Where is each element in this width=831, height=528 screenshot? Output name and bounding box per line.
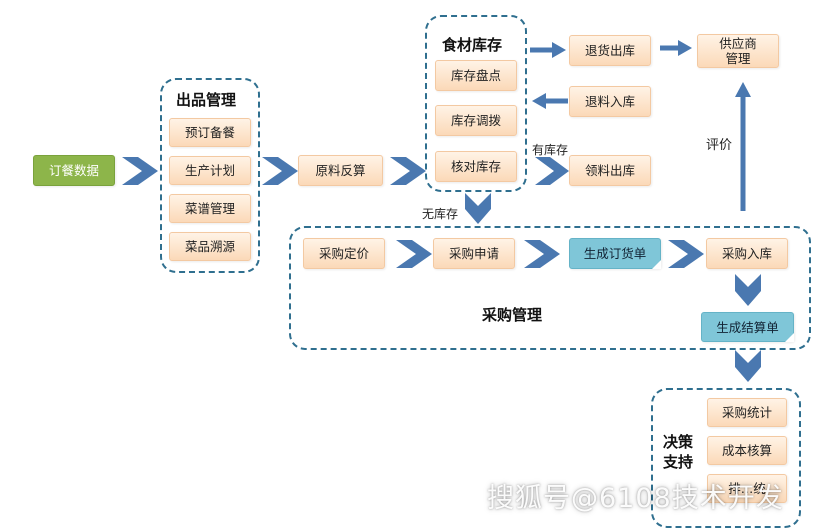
node-gen-settlement[interactable]: 生成结算单 <box>701 312 794 342</box>
group-title-decision: 决策 支持 <box>663 433 694 472</box>
node-stock-transfer[interactable]: 库存调拨 <box>435 105 517 136</box>
arrow-chevron <box>535 157 569 185</box>
node-purchase-price[interactable]: 采购定价 <box>303 238 385 269</box>
arrow-chevron <box>262 157 298 185</box>
label-evaluate: 评价 <box>706 138 733 153</box>
group-inventory: 食材库存 <box>425 15 527 192</box>
group-title-inventory: 食材库存 <box>442 36 503 54</box>
node-return-in[interactable]: 退料入库 <box>569 86 651 117</box>
node-purchase-stats[interactable]: 采购统计 <box>707 398 787 427</box>
node-return-out[interactable]: 退货出库 <box>569 35 651 66</box>
node-stock-count[interactable]: 库存盘点 <box>435 60 517 91</box>
label-in-stock: 有库存 <box>532 143 569 157</box>
node-dish-trace[interactable]: 菜品溯源 <box>169 232 251 261</box>
node-supplier-mgmt[interactable]: 供应商 管理 <box>697 34 779 68</box>
node-check-stock[interactable]: 核对库存 <box>435 151 517 182</box>
watermark-text: 搜狐号@6108技术开发 <box>487 483 784 514</box>
node-reserve[interactable]: 预订备餐 <box>169 118 251 147</box>
node-production-plan[interactable]: 生产计划 <box>169 156 251 185</box>
arrow-head <box>532 93 546 109</box>
arrow-chevron <box>122 157 158 185</box>
arrow-head <box>735 82 751 97</box>
arrow-chevron <box>668 240 704 268</box>
node-gen-order[interactable]: 生成订货单 <box>569 238 661 269</box>
group-title-product: 出品管理 <box>176 91 237 109</box>
label-no-stock: 无库存 <box>422 207 459 221</box>
node-material-calc[interactable]: 原料反算 <box>298 155 383 186</box>
node-requisition-out[interactable]: 领料出库 <box>569 155 651 186</box>
node-menu-mgmt[interactable]: 菜谱管理 <box>169 194 251 223</box>
group-title-purchase: 采购管理 <box>482 306 543 324</box>
arrow-chevron-down <box>465 193 491 224</box>
group-purchase: 采购管理 <box>289 226 811 350</box>
arrow-chevron <box>524 240 560 268</box>
group-product-mgmt: 出品管理 <box>160 78 260 273</box>
node-cost-accounting[interactable]: 成本核算 <box>707 436 787 465</box>
node-order-data[interactable]: 订餐数据 <box>33 155 115 186</box>
arrow-chevron <box>396 240 432 268</box>
arrow-head <box>678 40 692 56</box>
arrow-chevron <box>390 157 426 185</box>
arrow-head <box>552 42 566 58</box>
node-purchase-in[interactable]: 采购入库 <box>706 238 788 269</box>
arrow-chevron-down <box>735 274 761 306</box>
node-partial-hidden[interactable]: 排…统 <box>707 474 787 503</box>
arrow-chevron-down <box>735 350 761 382</box>
node-purchase-request[interactable]: 采购申请 <box>433 238 515 269</box>
